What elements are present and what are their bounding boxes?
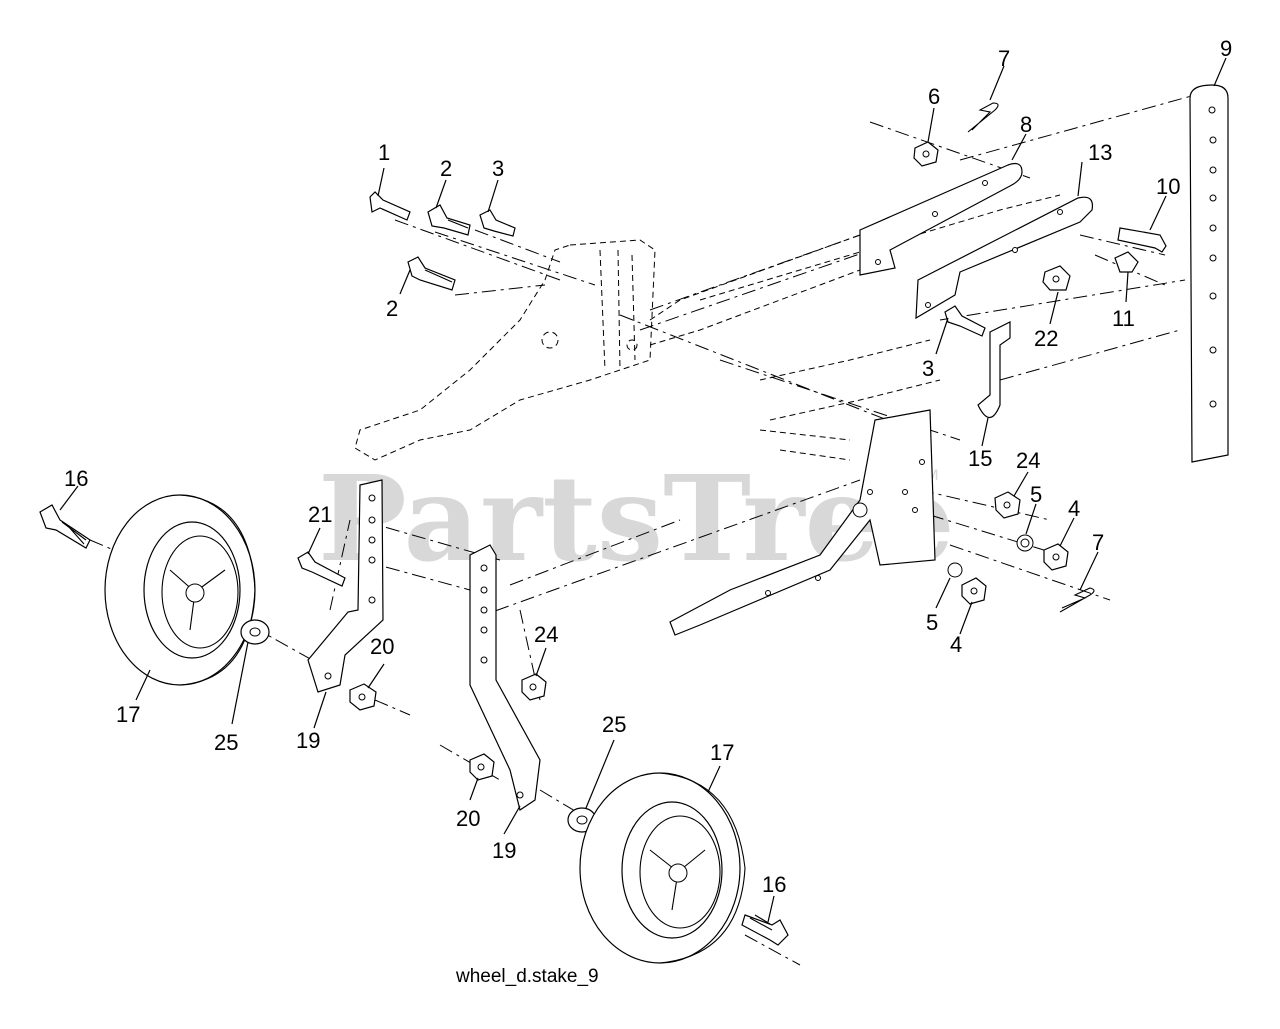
- callout-24-left: 24: [534, 622, 558, 647]
- callout-11: 11: [1112, 306, 1135, 331]
- tiller-housing-outline: [354, 194, 1061, 461]
- callout-1: 1: [378, 140, 390, 165]
- diagram-caption: wheel_d.stake_9: [455, 966, 599, 987]
- callout-2-lower: 2: [386, 296, 398, 321]
- callout-6: 6: [928, 84, 940, 109]
- callout-25-right: 25: [602, 712, 626, 737]
- callout-16-left: 16: [64, 466, 88, 491]
- callout-17-left: 17: [116, 702, 140, 727]
- callout-5-lower: 5: [926, 610, 938, 635]
- callout-2-upper: 2: [440, 156, 452, 181]
- right-bracket-hardware: [947, 491, 1095, 613]
- callout-3-upper: 3: [492, 156, 504, 181]
- right-wheel: [579, 772, 789, 964]
- callout-3-right: 3: [922, 356, 934, 381]
- stake-brackets: [859, 162, 1094, 320]
- callout-4-right: 4: [1068, 496, 1080, 521]
- callout-8: 8: [1020, 112, 1032, 137]
- callout-22: 22: [1034, 326, 1058, 351]
- callout-7-upper: 7: [998, 46, 1010, 71]
- top-right-hardware: [913, 102, 1167, 337]
- callout-leaders: [59, 57, 1227, 923]
- callout-labels: 1 2 3 2 6 7 8 9 13 10 11 22 3 15 24 5 4 …: [64, 36, 1232, 897]
- top-left-hardware: [369, 191, 516, 291]
- callout-7-lower: 7: [1092, 530, 1104, 555]
- left-wheel: [39, 494, 256, 686]
- callout-20-lower: 20: [456, 806, 480, 831]
- wheel-bracket-nuts: [349, 673, 547, 781]
- callout-13: 13: [1088, 140, 1112, 165]
- callout-5-right: 5: [1030, 482, 1042, 507]
- stake-clip: [977, 321, 1011, 419]
- callout-10: 10: [1156, 174, 1180, 199]
- callout-4-lower: 4: [950, 632, 962, 657]
- callout-16-right: 16: [762, 872, 786, 897]
- callout-9: 9: [1220, 36, 1232, 61]
- callout-19-right: 19: [492, 838, 516, 863]
- lower-mounting-bracket: [669, 409, 936, 636]
- callout-17-right: 17: [710, 740, 734, 765]
- callout-15: 15: [968, 446, 992, 471]
- callout-19-left: 19: [296, 728, 320, 753]
- left-washer: [240, 619, 270, 645]
- callout-20-upper: 20: [370, 634, 394, 659]
- callout-25-left: 25: [214, 730, 238, 755]
- depth-stake: [1189, 84, 1229, 463]
- callout-21: 21: [308, 502, 332, 527]
- callout-24-right: 24: [1016, 448, 1040, 473]
- left-wheel-bracket: [297, 479, 384, 693]
- right-wheel-bracket: [469, 544, 541, 811]
